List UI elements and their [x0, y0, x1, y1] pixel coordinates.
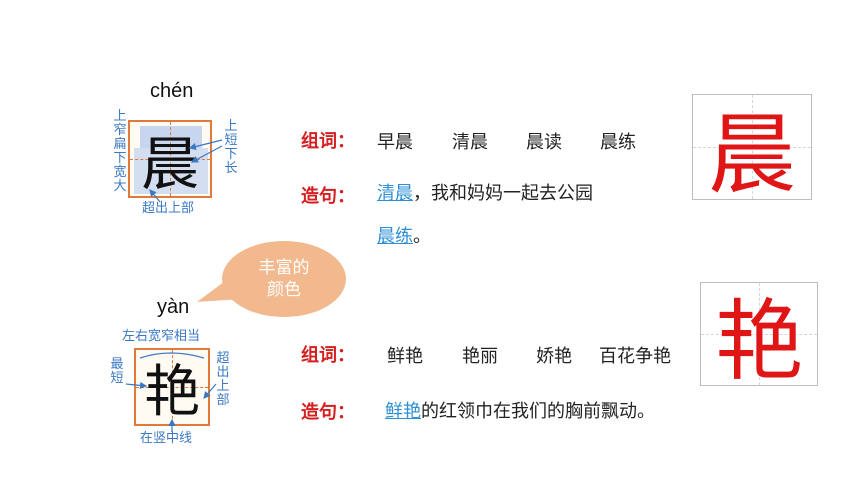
char1-sentence-2: 晨练。: [377, 222, 431, 248]
bubble-line-2: 颜色: [267, 280, 301, 300]
char2-big-display: 艳: [700, 282, 818, 393]
char1-character: 晨: [140, 130, 199, 198]
char1-writing-grid: 晨: [128, 120, 212, 198]
char1-sentence-label: 造句：: [301, 186, 355, 207]
char2-note-top: 左右宽窄相当: [122, 329, 201, 344]
char1-sentence-2-keyword[interactable]: 晨练: [377, 226, 413, 247]
char1-words-label: 组词：: [301, 131, 355, 152]
char1-big-display: 晨: [692, 94, 812, 206]
char1-highlight-top: [140, 126, 202, 148]
char1-note-right: 上短下长: [224, 119, 238, 176]
char1-sentence-1-text: ，我和妈妈一起去公园: [413, 183, 593, 204]
char2-word-4: 百花争艳: [599, 346, 671, 367]
char1-word-3: 晨读: [526, 132, 562, 153]
char1-pinyin: chén: [150, 80, 194, 102]
char1-word-4: 晨练: [600, 132, 636, 153]
char2-word-3: 娇艳: [536, 346, 572, 367]
char2-word-2: 艳丽: [462, 346, 498, 367]
char1-word-2: 清晨: [452, 132, 488, 153]
char2-big-character: 艳: [714, 289, 803, 393]
char2-character: 艳: [144, 359, 200, 425]
char1-note-bottom: 超出上部: [142, 201, 195, 216]
char1-sentence-1: 清晨，我和妈妈一起去公园: [377, 179, 593, 205]
speech-bubble: 丰富的 颜色: [222, 241, 346, 317]
char2-sentence-label: 造句：: [301, 402, 355, 423]
char2-note-left: 最短: [110, 357, 124, 386]
char1-big-character: 晨: [707, 102, 796, 206]
char1-note-left: 上窄扁下宽大: [113, 109, 127, 194]
char1-word-1: 早晨: [377, 132, 413, 153]
big-grid-guide-vertical: [759, 283, 760, 385]
bubble-line-1: 丰富的: [258, 258, 310, 278]
char1-sentence-1-keyword[interactable]: 清晨: [377, 183, 413, 204]
char2-pinyin: yàn: [157, 296, 190, 318]
char2-note-right: 超出上部: [216, 351, 230, 408]
grid-guide-vertical: [170, 122, 171, 196]
char2-sentence-keyword[interactable]: 鲜艳: [385, 401, 421, 422]
char2-note-bottom: 在竖中线: [140, 431, 193, 446]
grid-guide-vertical: [172, 350, 173, 424]
char2-words-label: 组词：: [301, 345, 355, 366]
char2-writing-grid: 艳: [134, 348, 210, 426]
char2-sentence-text: 的红领巾在我们的胸前飘动。: [421, 401, 655, 422]
char1-sentence-2-text: 。: [413, 226, 431, 247]
big-grid-guide-vertical: [752, 95, 753, 199]
char2-word-1: 鲜艳: [387, 346, 423, 367]
char2-sentence: 鲜艳的红领巾在我们的胸前飘动。: [385, 397, 655, 423]
